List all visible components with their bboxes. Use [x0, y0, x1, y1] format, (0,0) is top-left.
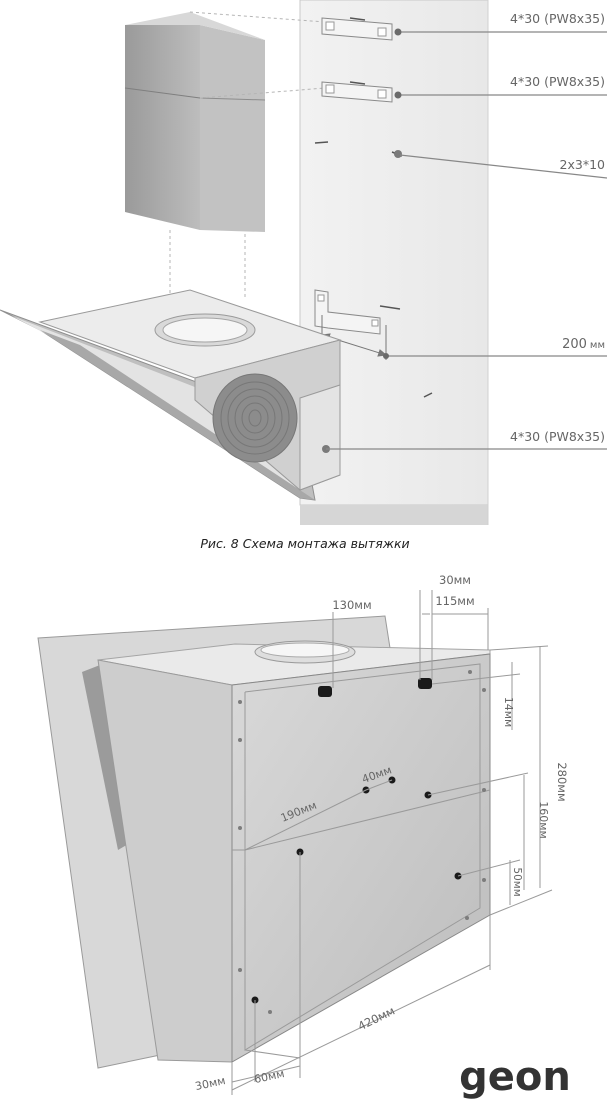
callout-label-screw-3: 2x3*10 — [560, 157, 606, 172]
callout-label-screw-2: 4*30 (PW8x35) — [510, 74, 605, 89]
hood-body — [0, 289, 342, 501]
mount-slot-left — [318, 686, 332, 697]
chimney-bracket-lower — [321, 81, 393, 103]
spacing-unit: мм — [590, 340, 605, 351]
dim-115: 115мм — [435, 594, 474, 608]
callout-lines — [326, 31, 607, 450]
callout-dot — [383, 353, 389, 359]
callout-label-screw-1: 4*30 (PW8x35) — [510, 11, 605, 26]
dim-60: 60мм — [253, 1067, 286, 1086]
spacing-value: 200 — [562, 337, 587, 352]
screw-head — [394, 150, 402, 158]
callout-dot — [394, 91, 402, 99]
figure-2-dimensions: 130мм 30мм 115мм 14мм 280мм 40мм 190мм 1… — [37, 573, 569, 1095]
front-edges — [232, 663, 491, 1059]
edge-screws — [238, 670, 486, 1014]
dim-420: 420мм — [356, 1003, 397, 1033]
dim-160: 160мм — [537, 801, 550, 839]
dimension-lines — [231, 590, 553, 1095]
dim-280: 280мм — [555, 762, 569, 801]
dim-30-bottom: 30мм — [194, 1074, 227, 1093]
brand-logo: geon — [459, 1054, 571, 1100]
hood-mounting-bracket — [314, 289, 401, 335]
box-front — [231, 653, 491, 1063]
mount-slot-right — [418, 678, 432, 689]
figure-1-mounting-scheme: 4*30 (PW8x35) 4*30 (PW8x35) 2x3*10 200мм… — [0, 0, 607, 551]
dim-14: 14мм — [502, 697, 515, 728]
dim-30-top: 30мм — [439, 573, 471, 587]
outlet-inner — [260, 642, 350, 658]
chimney-bracket-upper — [321, 17, 393, 41]
dim-50: 50мм — [511, 867, 523, 896]
fan-coil — [212, 373, 298, 463]
callout-dot — [394, 28, 402, 36]
figure-caption: Рис. 8 Схема монтажа вытяжки — [200, 536, 409, 551]
chimney-cover — [124, 12, 266, 232]
dim-130: 130мм — [332, 598, 371, 612]
callout-label-screw-4: 4*30 (PW8x35) — [510, 429, 605, 444]
